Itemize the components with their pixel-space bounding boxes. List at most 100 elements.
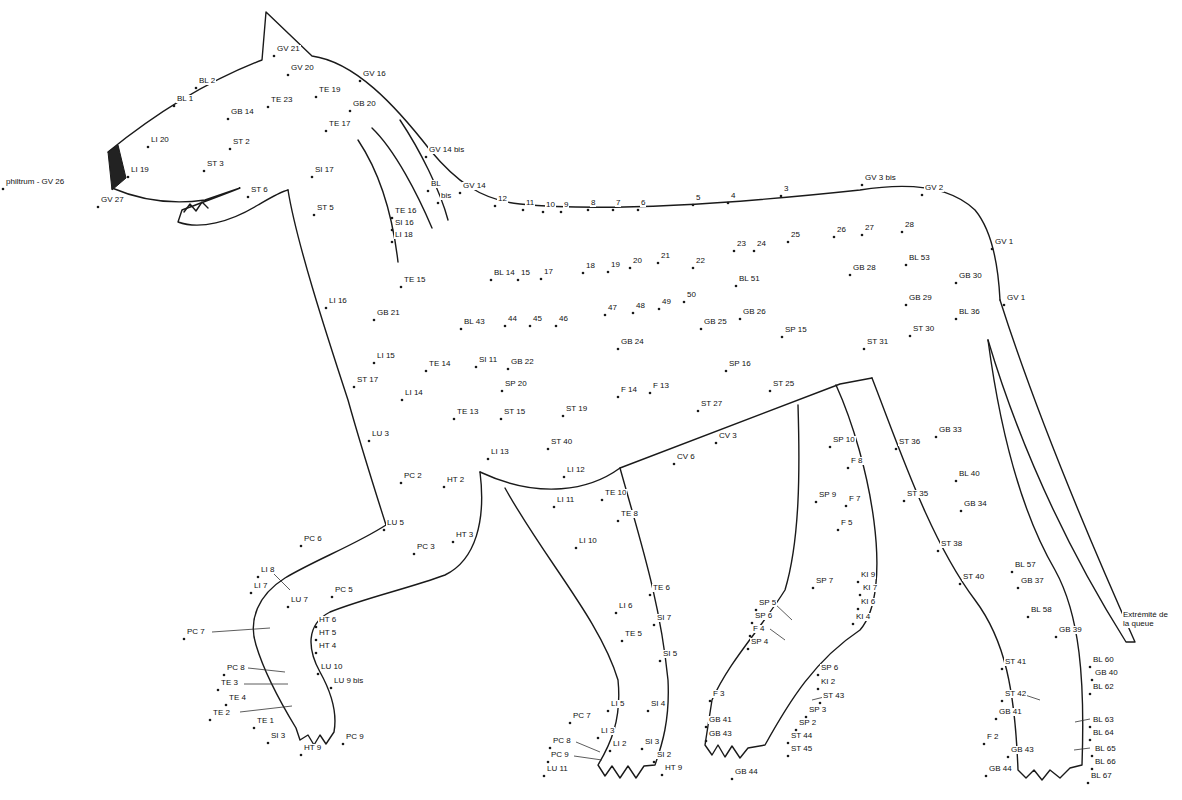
point-label: SI 17 — [314, 166, 335, 174]
point-label: BL 36 — [958, 308, 981, 316]
point-label: PC 8 — [552, 737, 572, 745]
point-label: F 5 — [840, 519, 854, 527]
point-label: 18 — [585, 262, 596, 270]
point-label: 45 — [532, 315, 543, 323]
point-label: ST 3 — [206, 160, 225, 168]
acupoint-dot — [494, 205, 497, 208]
point-label: ST 43 — [822, 692, 845, 700]
acupoint-dot — [909, 335, 912, 338]
point-label: SP 6 — [820, 664, 839, 672]
point-label: BL 51 — [738, 275, 761, 283]
point-label: BL 66 — [1094, 758, 1117, 766]
acupoint-dot — [658, 308, 661, 311]
belly-outline — [480, 378, 872, 489]
point-label: PC 3 — [416, 543, 436, 551]
leader-line — [240, 706, 292, 712]
point-label: 4 — [730, 192, 736, 200]
acupoint-dot — [287, 606, 290, 609]
point-label: GB 43 — [708, 730, 733, 738]
point-label: LU 3 — [371, 430, 390, 438]
acupoint-dot — [400, 482, 403, 485]
acupoint-dot — [817, 674, 820, 677]
point-label: LI 10 — [578, 537, 598, 545]
point-label: 50 — [686, 291, 697, 299]
point-label: KI 4 — [855, 613, 871, 621]
note-label: Extrémité de la queue — [1122, 610, 1176, 628]
acupoint-dot — [1087, 782, 1090, 785]
acupoint-dot — [227, 118, 230, 121]
leader-line — [244, 684, 288, 685]
acupoint-dot — [781, 336, 784, 339]
acupoint-dot — [1055, 636, 1058, 639]
acupoint-dot — [330, 687, 333, 690]
point-label: GB 20 — [352, 100, 377, 108]
point-label: GB 41 — [998, 708, 1023, 716]
acupoint-dot — [597, 737, 600, 740]
point-label: BL 53 — [908, 254, 931, 262]
point-label: ST 2 — [232, 138, 251, 146]
acupoint-dot — [615, 612, 618, 615]
acupoint-dot — [300, 754, 303, 757]
point-label: ST 5 — [316, 204, 335, 212]
acupoint-dot — [815, 501, 818, 504]
point-label: SP 5 — [758, 599, 777, 607]
acupoint-dot — [203, 170, 206, 173]
point-label: ST 35 — [906, 490, 929, 498]
acupoint-dot — [1001, 700, 1004, 703]
acupoint-dot — [315, 652, 318, 655]
point-label: GB 44 — [734, 768, 759, 776]
hind-leg-outline — [872, 340, 1083, 780]
acupoint-dot — [604, 314, 607, 317]
acupoint-dot — [501, 390, 504, 393]
acupoint-dot — [437, 202, 440, 205]
acupoint-dot — [1091, 755, 1094, 758]
acupoint-dot — [1007, 756, 1010, 759]
point-label: SI 16 — [394, 219, 415, 227]
acupoint-dot — [787, 742, 790, 745]
acupoint-dot — [543, 775, 546, 778]
point-label: LI 14 — [404, 389, 424, 397]
neck-fold — [400, 120, 448, 220]
point-label: HT 9 — [664, 764, 683, 772]
acupoint-dot — [267, 742, 270, 745]
point-label: GB 41 — [708, 716, 733, 724]
acupoint-dot — [1027, 616, 1030, 619]
acupoint-dot — [819, 702, 822, 705]
point-label: GB 44 — [988, 765, 1013, 773]
point-label: ST 41 — [1004, 658, 1027, 666]
acupoint-dot — [373, 319, 376, 322]
acupoint-dot — [575, 547, 578, 550]
acupoint-dot — [833, 236, 836, 239]
point-label: 28 — [904, 221, 915, 229]
point-label: ST 19 — [565, 405, 588, 413]
acupoint-dot — [315, 639, 318, 642]
hind-leg-outline — [705, 385, 877, 758]
acupoint-dot — [300, 545, 303, 548]
point-label: 3 — [783, 185, 789, 193]
point-label: LI 20 — [150, 136, 170, 144]
acupoint-dot — [905, 264, 908, 267]
acupoint-dot — [921, 194, 924, 197]
acupoint-dot — [733, 250, 736, 253]
point-label: TE 23 — [270, 96, 293, 104]
point-label: HT 2 — [446, 476, 465, 484]
acupoint-dot — [475, 366, 478, 369]
acupoint-dot — [995, 718, 998, 721]
point-label: 47 — [607, 304, 618, 312]
chest-outline — [288, 190, 386, 525]
acupoint-dot — [697, 410, 700, 413]
point-label: SI 11 — [478, 356, 498, 364]
leader-line — [576, 742, 600, 752]
acupoint-dot — [607, 710, 610, 713]
acupoint-dot — [563, 476, 566, 479]
point-label: HT 4 — [318, 642, 337, 650]
point-label: ST 27 — [700, 400, 723, 408]
acupoint-dot — [359, 80, 362, 83]
point-label: GV 1 — [994, 238, 1014, 246]
point-label: SP 7 — [815, 577, 834, 585]
leader-line — [1075, 719, 1090, 722]
acupoint-dot — [849, 274, 852, 277]
acupoint-dot — [673, 463, 676, 466]
acupoint-dot — [621, 640, 624, 643]
acupoint-dot — [955, 480, 958, 483]
